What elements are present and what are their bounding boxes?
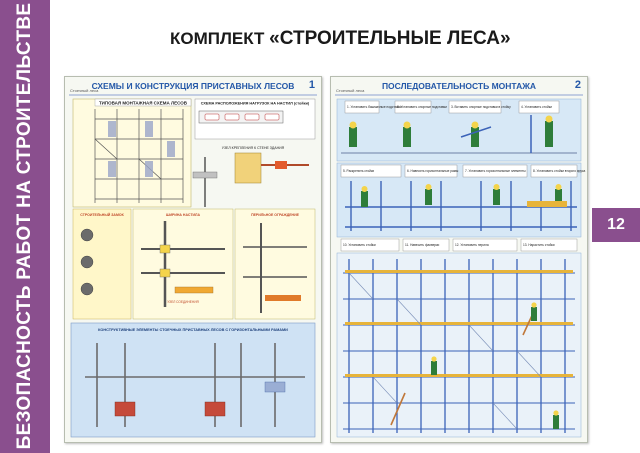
step-7: 7. Установить горизонтальные элементы [465,169,526,173]
sidebar-title: БЕЗОПАСНОСТЬ РАБОТ НА СТРОИТЕЛЬСТВЕ [14,2,35,450]
step-1: 1. Установить башмачные подставки [347,105,402,109]
poster-subtitle: Стоечный леса [336,88,365,93]
typical-scheme-label: ТИПОВАЯ МОНТАЖНАЯ СХЕМА ЛЕСОВ [99,101,188,106]
step-12: 12. Установить перила [455,243,489,247]
page-title: КОМПЛЕКТ «СТРОИТЕЛЬНЫЕ ЛЕСА» [170,28,511,50]
left-sidebar: БЕЗОПАСНОСТЬ РАБОТ НА СТРОИТЕЛЬСТВЕ [0,0,50,453]
load-scheme-label: СХЕМА РАСПОЛОЖЕНИЯ НАГРУЗОК НА НАСТИЛ (с… [201,102,310,106]
scaffold-scheme-illustration: ТИПОВАЯ МОНТАЖНАЯ СХЕМА ЛЕСОВ СХЕМА РАСП… [69,94,317,438]
wall-anchor-label: УЗЕЛ КРЕПЛЕНИЯ К СТЕНЕ ЗДАНИЯ [222,146,285,150]
poster-number: 2 [574,79,581,91]
step-3: 3. Вставить опорные подставки в стойку [451,105,511,109]
step-5: 5. Раскрепить стойки [343,169,374,173]
joint-label: УЗЕЛ СОЕДИНЕНИЯ [167,300,199,304]
poster-number: 1 [308,79,315,91]
railing-label: ПЕРИЛЬНОЕ ОГРАЖДЕНИЕ [251,213,300,217]
step-11: 11. Навесить фахверки [405,243,440,247]
title-main: «СТРОИТЕЛЬНЫЕ ЛЕСА» [269,28,511,49]
assembly-sequence-illustration: 1. Установить башмачные подставки 2. Уст… [335,94,586,438]
step-8: 8. Установить стойки второго яруса [533,169,586,173]
step-13: 13. Нарастить стойки [523,243,555,247]
poster-assembly-sequence[interactable]: Стоечный леса ПОСЛЕДОВАТЕЛЬНОСТЬ МОНТАЖА… [330,76,588,443]
clamp-label: СТРОИТЕЛЬНЫЙ ЗАМОК [80,213,124,217]
poster-subtitle: Стоечный леса [70,88,99,93]
deck-width-label: ШИРИНА НАСТИЛА [166,213,200,217]
step-10: 10. Установить стойки [343,243,376,247]
structural-elements-label: КОНСТРУКТИВНЫЕ ЭЛЕМЕНТЫ СТОЕЧНЫХ ПРИСТАВ… [98,328,288,332]
page-number-badge: 12 [592,208,640,242]
title-prefix: КОМПЛЕКТ [170,29,265,48]
step-4: 4. Установить стойки [521,105,552,109]
step-2: 2. Установить опорные подставки [397,105,447,109]
poster-title: ПОСЛЕДОВАТЕЛЬНОСТЬ МОНТАЖА [381,81,537,91]
poster-title: СХЕМЫ И КОНСТРУКЦИЯ ПРИСТАВНЫХ ЛЕСОВ [91,81,295,91]
step-6: 6. Навесить горизонтальные рамы [407,169,459,173]
poster-scaffold-scheme[interactable]: Стоечный леса СХЕМЫ И КОНСТРУКЦИЯ ПРИСТА… [64,76,322,443]
